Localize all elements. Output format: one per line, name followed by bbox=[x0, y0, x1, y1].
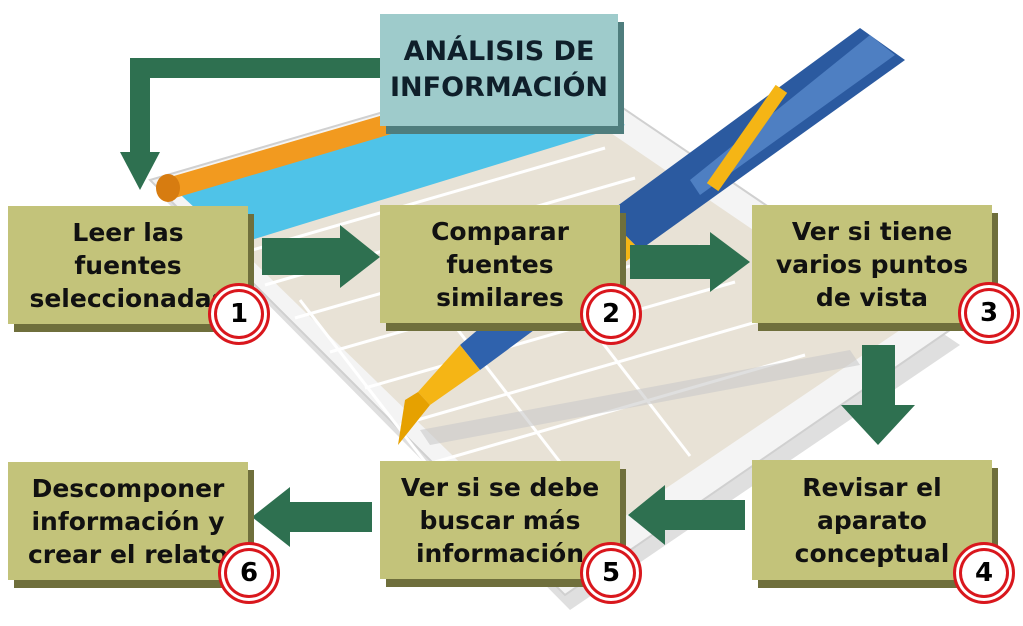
step-1-number-badge: 1 bbox=[208, 283, 270, 345]
arrow-step4-to-step5 bbox=[628, 485, 745, 545]
step-4-label: Revisar el aparato conceptual bbox=[794, 472, 950, 568]
step-5-number: 5 bbox=[601, 558, 621, 588]
step-6-number: 6 bbox=[239, 558, 259, 588]
step-6-box: Descomponer información y crear el relat… bbox=[8, 462, 248, 580]
step-2-box: Comparar fuentes similares bbox=[380, 205, 620, 323]
step-5-number-badge: 5 bbox=[580, 542, 642, 604]
step-3-label: Ver si tiene varios puntos de vista bbox=[775, 216, 969, 312]
step-1-label: Leer las fuentes seleccionadas bbox=[29, 217, 227, 313]
step-2-number: 2 bbox=[601, 299, 621, 329]
step-1-box: Leer las fuentes seleccionadas bbox=[8, 206, 248, 324]
arrow-step3-to-step4 bbox=[841, 345, 915, 445]
arrow-step5-to-step6 bbox=[252, 487, 372, 547]
step-6-number-badge: 6 bbox=[218, 542, 280, 604]
step-4-number: 4 bbox=[974, 558, 994, 588]
step-5-box: Ver si se debe buscar más información bbox=[380, 461, 620, 579]
step-1-number: 1 bbox=[229, 299, 249, 329]
step-3-number: 3 bbox=[979, 298, 999, 328]
arrow-step1-to-step2 bbox=[262, 225, 380, 288]
step-3-box: Ver si tiene varios puntos de vista bbox=[752, 205, 992, 323]
step-3-number-badge: 3 bbox=[958, 282, 1020, 344]
step-4-box: Revisar el aparato conceptual bbox=[752, 460, 992, 580]
step-4-number-badge: 4 bbox=[953, 542, 1015, 604]
diagram-title: ANÁLISIS DE INFORMACIÓN bbox=[380, 14, 618, 126]
arrow-title-to-step1 bbox=[120, 58, 380, 190]
step-5-label: Ver si se debe buscar más información bbox=[400, 472, 600, 568]
step-2-number-badge: 2 bbox=[580, 283, 642, 345]
step-2-label: Comparar fuentes similares bbox=[431, 216, 569, 312]
diagram-title-text: ANÁLISIS DE INFORMACIÓN bbox=[389, 36, 608, 103]
step-6-label: Descomponer información y crear el relat… bbox=[27, 473, 229, 569]
arrow-step2-to-step3 bbox=[630, 232, 750, 292]
